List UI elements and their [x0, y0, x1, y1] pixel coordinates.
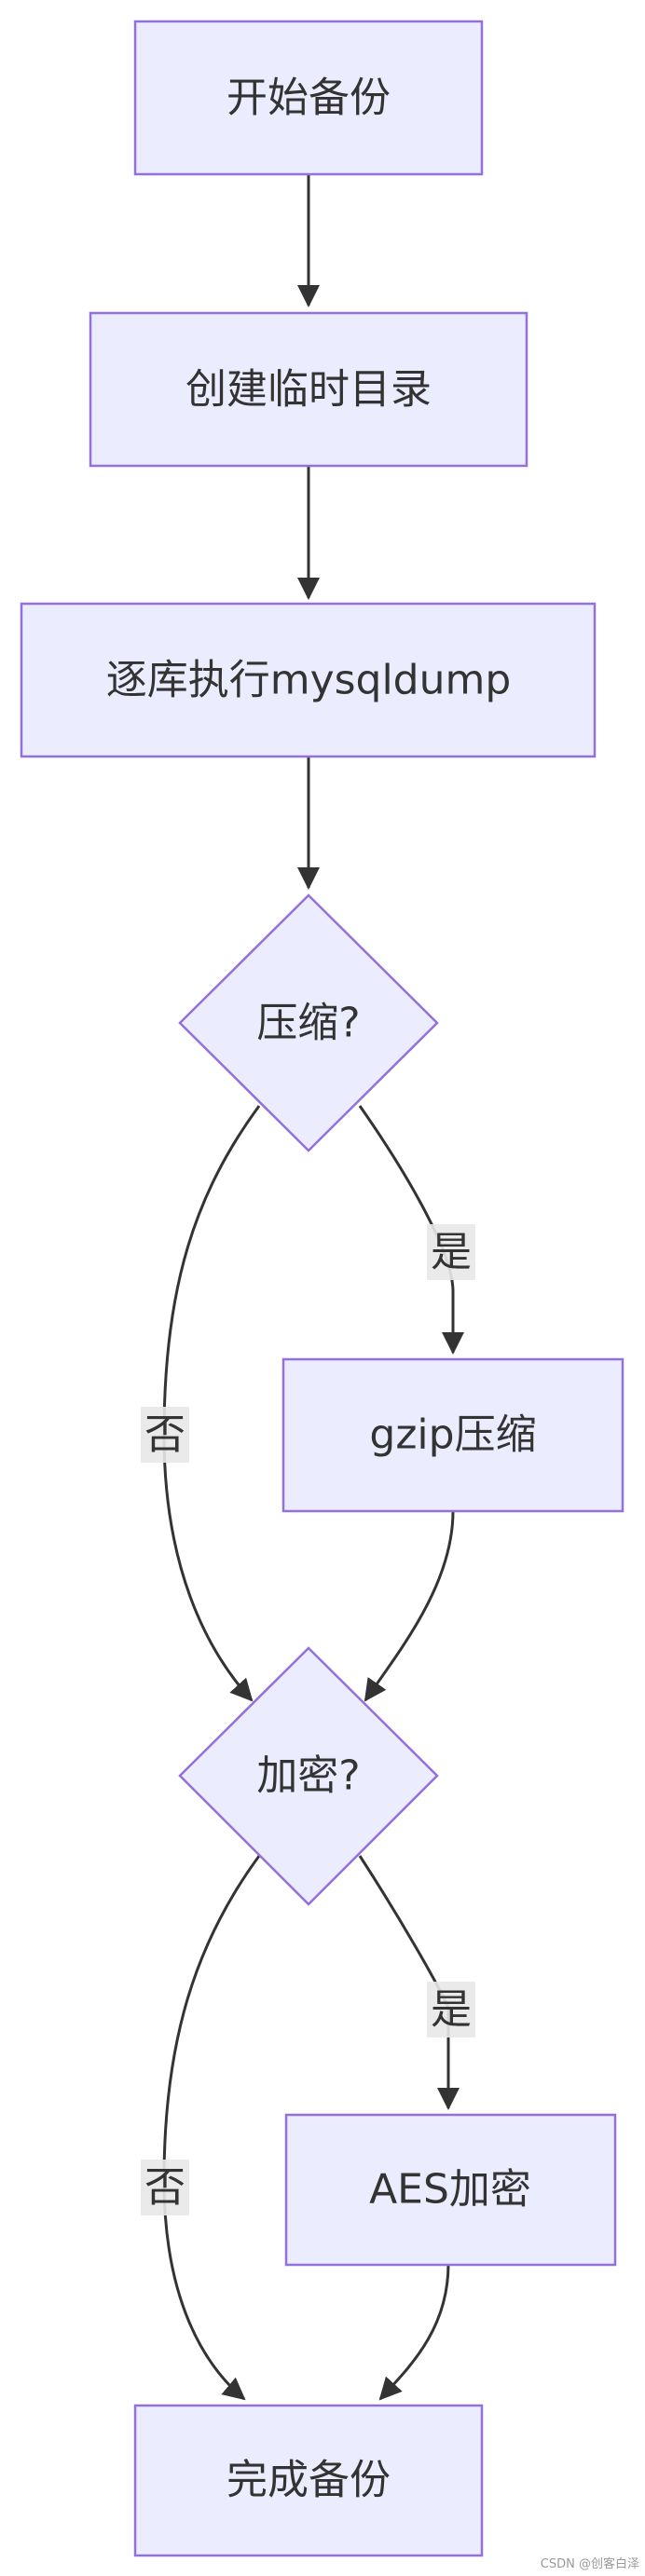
edge-gzip-to-encrypt: [364, 1510, 455, 1702]
node-encrypt-decision-text: 加密?: [256, 1752, 360, 1800]
node-mysqldump: 逐库执行mysqldump: [20, 602, 597, 758]
node-create-temp-dir: 创建临时目录: [89, 311, 528, 468]
node-encrypt-decision: 加密?: [178, 1646, 439, 1906]
label-compress-yes: 是: [427, 1224, 475, 1280]
label-compress-no: 否: [141, 1407, 189, 1463]
watermark: CSDN @创客白泽: [541, 2556, 639, 2571]
edge-encrypt-no-to-finish: [162, 1855, 261, 2401]
node-gzip: gzip压缩: [281, 1357, 624, 1513]
node-finish: 完成备份: [133, 2404, 484, 2557]
label-compress-yes-text: 是: [431, 1229, 472, 1276]
edge-compress-no-to-encrypt: [162, 1105, 261, 1702]
node-mysqldump-text: 逐库执行mysqldump: [106, 657, 512, 704]
node-aes-text: AES加密: [369, 2166, 531, 2214]
label-compress-no-text: 否: [144, 1411, 185, 1459]
label-encrypt-yes: 是: [427, 1982, 475, 2038]
label-encrypt-no: 否: [141, 2160, 189, 2215]
node-start-text: 开始备份: [226, 75, 391, 122]
node-create-temp-dir-text: 创建临时目录: [185, 366, 432, 414]
label-encrypt-yes-text: 是: [431, 1986, 472, 2034]
node-gzip-text: gzip压缩: [369, 1411, 536, 1459]
node-aes: AES加密: [284, 2113, 617, 2267]
edge-labels: 是 否 是 否: [141, 1224, 475, 2215]
node-finish-text: 完成备份: [226, 2457, 391, 2504]
edge-compress-yes-to-gzip: [358, 1105, 464, 1355]
edges: [162, 174, 464, 2401]
node-compress-decision: 压缩?: [178, 893, 439, 1152]
label-encrypt-no-text: 否: [144, 2164, 185, 2212]
node-compress-decision-text: 压缩?: [256, 1000, 360, 1047]
nodes: 开始备份 创建临时目录 逐库执行mysqldump 压缩? gzip压缩 加密?…: [20, 20, 624, 2557]
edge-aes-to-finish: [378, 2263, 450, 2401]
node-start: 开始备份: [133, 20, 484, 176]
